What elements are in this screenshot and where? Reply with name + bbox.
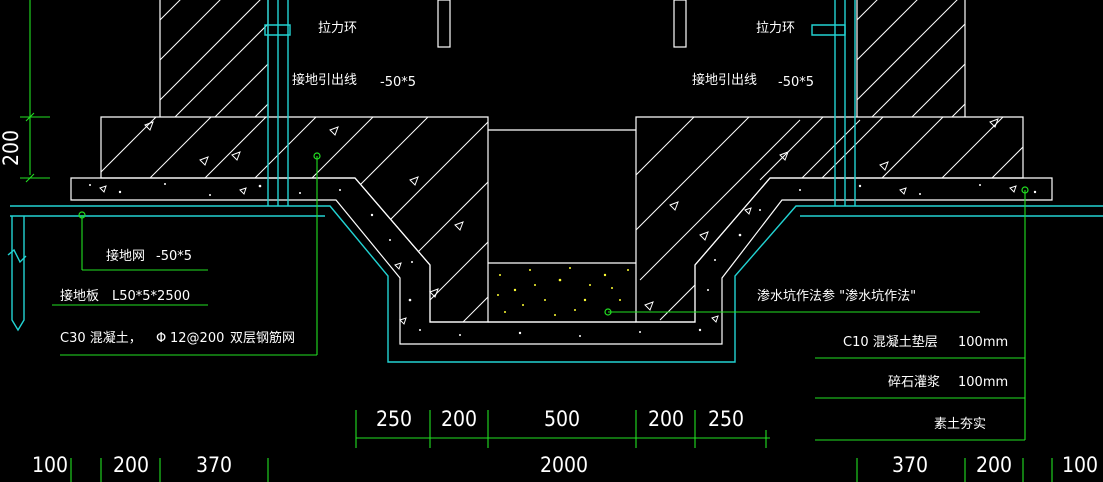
- dim-total-2000: 2000: [540, 453, 588, 477]
- dim-bottom-left-100: 100: [32, 453, 68, 477]
- gravel-fill: [497, 267, 629, 316]
- dim-top-500: 500: [544, 407, 580, 431]
- c10-layer-label: C10 混凝土垫层: [843, 334, 938, 350]
- gravel-thickness-label: 100mm: [958, 375, 1008, 390]
- ground-lead-left-spec: -50*5: [380, 75, 416, 90]
- leader-lines: [20, 0, 1053, 482]
- grounding-conductors: [7, 0, 1103, 363]
- sump-note-label: 渗水坑作法参 "渗水坑作法": [757, 288, 916, 304]
- dim-top-200-right: 200: [648, 407, 684, 431]
- concrete-label: C30 混凝土，: [60, 330, 142, 346]
- ground-lead-right-label: 接地引出线: [692, 72, 757, 88]
- ground-plate-spec: L50*5*2500: [112, 289, 190, 304]
- c10-thickness-label: 100mm: [958, 335, 1008, 350]
- left-column: [159, 0, 269, 117]
- dim-bottom-right-200: 200: [976, 453, 1012, 477]
- cushion-layer: [70, 177, 1053, 345]
- dim-bottom-right-370: 370: [892, 453, 928, 477]
- pull-ring-right-label: 拉力环: [756, 21, 795, 36]
- anchor-bolt-right: [673, 0, 687, 48]
- rebar-spec: 12@200: [170, 331, 224, 346]
- soil-layer-label: 素土夯实: [934, 417, 986, 432]
- dim-top-250-left: 250: [376, 407, 412, 431]
- gravel-layer-label: 碎石灌浆: [888, 375, 940, 390]
- rebar-mesh-label: 双层钢筋网: [230, 330, 295, 346]
- dim-top-250-right: 250: [708, 407, 744, 431]
- dim-top-200-left: 200: [441, 407, 477, 431]
- dim-bottom-left-370: 370: [196, 453, 232, 477]
- pull-ring-left-label: 拉力环: [318, 21, 357, 36]
- ground-lead-left-label: 接地引出线: [292, 72, 357, 88]
- anchor-bolt-left: [437, 0, 451, 48]
- rebar-symbol: Φ: [156, 331, 166, 346]
- dim-bottom-left-200: 200: [113, 453, 149, 477]
- ground-plate-label: 接地板: [60, 288, 99, 304]
- ground-lead-right-spec: -50*5: [778, 75, 814, 90]
- dim-vertical-200: 200: [0, 130, 23, 166]
- dim-bottom-right-100: 100: [1062, 453, 1098, 477]
- ground-grid-spec: -50*5: [156, 249, 192, 264]
- right-column: [856, 0, 966, 117]
- ground-grid-label: 接地网: [106, 248, 145, 264]
